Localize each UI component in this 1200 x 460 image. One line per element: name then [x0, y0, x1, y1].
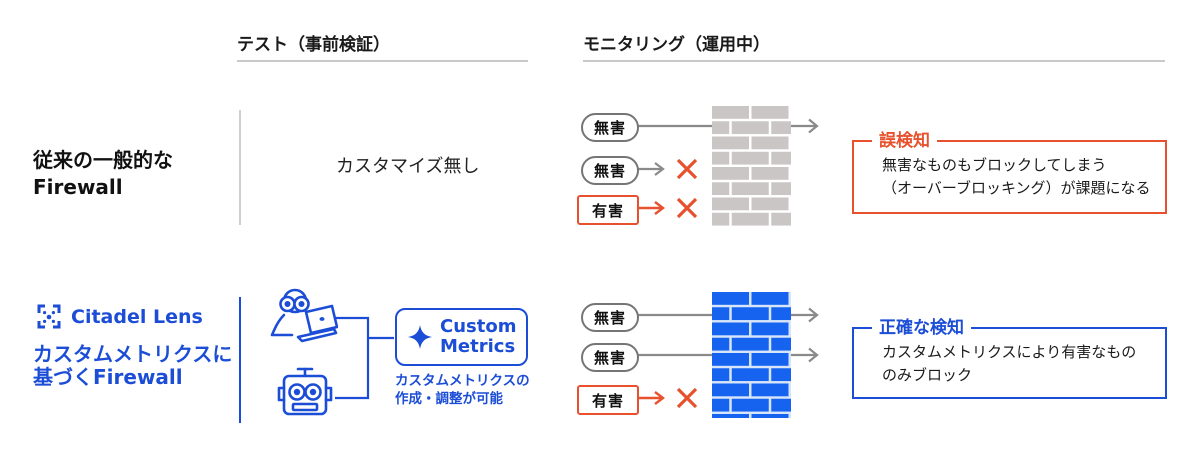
- viewfinder-scan-icon: [36, 304, 62, 330]
- row1-input-harmless-2: 無害: [581, 156, 639, 185]
- blocked-x-icon: [676, 158, 698, 409]
- custom-metrics-caption: カスタムメトリクスの 作成・調整が可能: [395, 372, 530, 408]
- sparkle-icon: [407, 324, 433, 350]
- custom-metrics-box: Custom Metrics: [395, 308, 528, 366]
- row2-label-line1: カスタムメトリクスに: [33, 342, 233, 366]
- row1-label-line1: 従来の一般的な: [33, 148, 173, 172]
- custom-metrics-caption-line2: 作成・調整が可能: [395, 391, 503, 407]
- brand-name: Citadel Lens: [71, 306, 203, 328]
- robot-icon: [276, 366, 334, 418]
- blocked-flow-arrow-icon: [639, 201, 665, 405]
- row1-label-line2: Firewall: [33, 175, 123, 199]
- row2-input-harmless-2: 無害: [581, 343, 639, 372]
- row2-label: カスタムメトリクスに 基づくFirewall: [33, 343, 232, 389]
- row1-result-title: 誤検知: [872, 131, 937, 151]
- column-header-monitoring: モニタリング（運用中）: [583, 35, 770, 55]
- row2-label-line2: 基づくFirewall: [33, 365, 183, 389]
- firewall-wall-blue: [712, 292, 791, 418]
- row1-input-harmful: 有害: [577, 195, 639, 225]
- row1-result-box: 誤検知 無害なものもブロックしてしまう （オーバーブロッキング）が課題になる: [852, 131, 1167, 214]
- row2-result-title: 正確な検知: [872, 318, 971, 338]
- person-with-laptop-icon: [268, 288, 338, 346]
- row2-result-line1: カスタムメトリクスにより有害なもの: [882, 343, 1137, 361]
- custom-metrics-line2: Metrics: [440, 336, 516, 357]
- row1-input-harmless-1: 無害: [581, 113, 639, 142]
- brand-row: Citadel Lens: [36, 304, 203, 330]
- row1-result-line2: （オーバーブロッキング）が課題になる: [882, 179, 1151, 197]
- row1-divider: [239, 110, 241, 225]
- monitoring-header-underline: [583, 60, 1165, 62]
- row1-result-body: 無害なものもブロックしてしまう （オーバーブロッキング）が課題になる: [854, 142, 1165, 200]
- row2-divider: [239, 297, 241, 423]
- row1-label: 従来の一般的な Firewall: [33, 147, 173, 201]
- custom-metrics-label: Custom Metrics: [440, 317, 516, 357]
- custom-metrics-caption-line1: カスタムメトリクスの: [395, 373, 530, 389]
- column-header-test: テスト（事前検証）: [237, 35, 390, 55]
- test-header-underline: [237, 60, 528, 62]
- row2-result-body: カスタムメトリクスにより有害なもの のみブロック: [854, 329, 1165, 387]
- bracket-connector: [335, 316, 394, 400]
- row2-input-harmful: 有害: [577, 385, 639, 415]
- row1-result-line1: 無害なものもブロックしてしまう: [882, 156, 1107, 174]
- firewall-wall-gray: [712, 106, 791, 228]
- custom-metrics-line1: Custom: [440, 316, 517, 337]
- row2-result-box: 正確な検知 カスタムメトリクスにより有害なもの のみブロック: [852, 318, 1167, 399]
- row1-test-note: カスタマイズ無し: [336, 156, 480, 177]
- row2-input-harmless-1: 無害: [581, 303, 639, 332]
- row2-result-line2: のみブロック: [882, 366, 973, 384]
